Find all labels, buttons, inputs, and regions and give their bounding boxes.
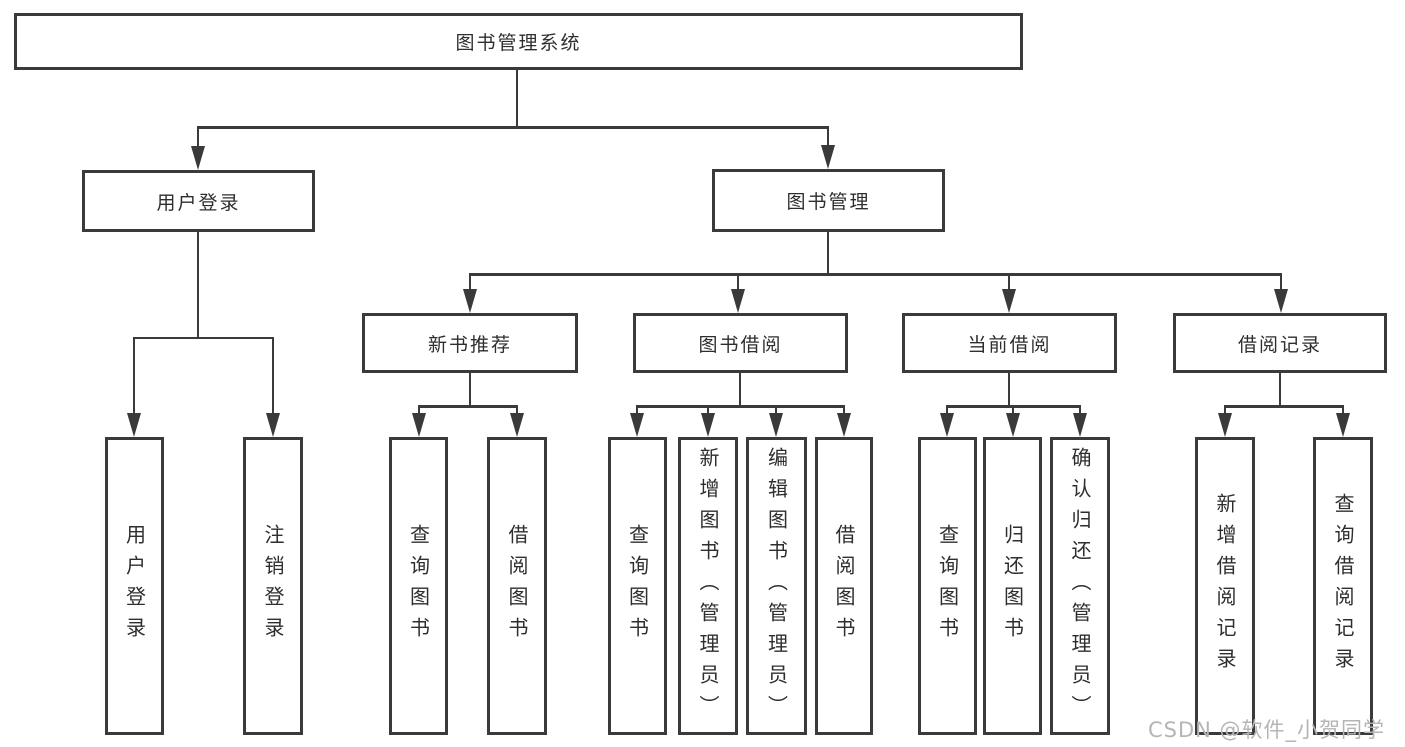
arrowhead-down-icon — [700, 413, 715, 437]
arrowhead-down-icon — [1335, 413, 1350, 437]
arrowhead-down-icon — [768, 413, 783, 437]
node-user-login: 用户登录 — [82, 170, 315, 232]
connector-line — [736, 273, 740, 291]
node-label: 用户登录 — [156, 191, 241, 214]
node-label: 查询图书 — [625, 524, 650, 648]
leaf-add-borrow-record: 新增借阅记录 — [1195, 437, 1255, 735]
connector-line — [1078, 405, 1082, 417]
arrowhead-down-icon — [1072, 413, 1087, 437]
arrowhead-down-icon — [411, 413, 426, 437]
connector-line — [826, 126, 830, 150]
node-label: 编辑图书（管理员） — [764, 446, 789, 726]
node-label: 归还图书 — [1000, 524, 1025, 648]
csdn-watermark: CSDN @软件_小贺同学 — [1148, 718, 1386, 742]
connector-line — [1278, 373, 1282, 407]
node-label: 新增借阅记录 — [1213, 493, 1237, 679]
connector-line — [197, 126, 829, 129]
arrowhead-down-icon — [836, 413, 851, 437]
leaf-borrow-books-2: 借阅图书 — [815, 437, 873, 735]
connector-line — [196, 232, 200, 339]
node-label: 当前借阅 — [967, 333, 1052, 356]
connector-line — [1007, 373, 1011, 407]
arrowhead-down-icon — [820, 145, 835, 169]
node-label: 查询借阅记录 — [1331, 493, 1355, 679]
arrowhead-down-icon — [509, 413, 524, 437]
connector-line — [196, 126, 200, 150]
connector-line — [271, 337, 275, 415]
connector-line — [1225, 405, 1343, 408]
connector-line — [1341, 405, 1345, 417]
node-label: 确认归还（管理员） — [1068, 446, 1092, 726]
node-label: 借阅记录 — [1237, 333, 1322, 356]
node-label: 借阅图书 — [505, 524, 529, 648]
leaf-query-books-3: 查询图书 — [918, 437, 977, 735]
connector-line — [842, 405, 846, 417]
leaf-query-borrow-record: 查询借阅记录 — [1313, 437, 1373, 735]
connector-line — [419, 405, 517, 408]
connector-line — [132, 337, 136, 415]
connector-line — [1011, 405, 1015, 417]
connector-line — [1279, 273, 1283, 291]
node-book-borrowing: 图书借阅 — [633, 313, 848, 373]
connector-line — [1223, 405, 1227, 417]
node-label: 图书管理 — [786, 191, 871, 213]
connector-line — [637, 405, 844, 408]
node-label: 借阅图书 — [832, 524, 856, 648]
connector-line — [635, 405, 639, 417]
node-label: 图书管理系统 — [455, 32, 582, 54]
node-book-management: 图书管理 — [712, 169, 945, 232]
arrowhead-down-icon — [462, 289, 477, 313]
leaf-edit-books-admin: 编辑图书（管理员） — [746, 437, 807, 735]
leaf-borrow-books-1: 借阅图书 — [487, 437, 547, 735]
node-library-system: 图书管理系统 — [14, 13, 1023, 70]
arrowhead-down-icon — [1005, 413, 1020, 437]
node-current-borrowing: 当前借阅 — [902, 313, 1117, 373]
connector-line — [470, 273, 1281, 276]
node-label: 查询图书 — [406, 524, 431, 648]
connector-line — [515, 405, 519, 417]
node-label: 新增图书（管理员） — [696, 446, 720, 726]
arrowhead-down-icon — [265, 413, 280, 437]
connector-line — [1007, 273, 1011, 291]
leaf-add-books-admin: 新增图书（管理员） — [678, 437, 738, 735]
leaf-confirm-return-admin: 确认归还（管理员） — [1050, 437, 1110, 735]
node-label: 注销登录 — [261, 524, 285, 648]
node-label: 用户登录 — [122, 524, 147, 648]
connector-line — [738, 373, 742, 407]
connector-line — [826, 232, 830, 275]
leaf-logout: 注销登录 — [243, 437, 303, 735]
connector-line — [468, 273, 472, 291]
connector-line — [945, 405, 949, 417]
connector-line — [706, 405, 710, 417]
leaf-user-login: 用户登录 — [105, 437, 164, 735]
leaf-query-books-2: 查询图书 — [608, 437, 667, 735]
arrowhead-down-icon — [629, 413, 644, 437]
arrowhead-down-icon — [126, 413, 141, 437]
connector-line — [133, 336, 273, 340]
arrowhead-down-icon — [1001, 289, 1016, 313]
leaf-query-books-1: 查询图书 — [389, 437, 448, 735]
node-label: 图书借阅 — [698, 333, 783, 356]
connector-line — [468, 373, 472, 407]
connector-line — [417, 405, 421, 417]
node-new-book-recommend: 新书推荐 — [362, 313, 578, 373]
arrowhead-down-icon — [730, 289, 745, 313]
node-label: 查询图书 — [935, 524, 960, 648]
connector-line — [774, 405, 778, 417]
arrowhead-down-icon — [939, 413, 954, 437]
node-label: 新书推荐 — [427, 333, 512, 356]
arrowhead-down-icon — [1273, 289, 1288, 313]
leaf-return-books: 归还图书 — [983, 437, 1042, 735]
arrowhead-down-icon — [190, 146, 205, 170]
connector-line — [515, 70, 519, 128]
node-borrowing-records: 借阅记录 — [1173, 313, 1387, 373]
arrowhead-down-icon — [1217, 413, 1232, 437]
